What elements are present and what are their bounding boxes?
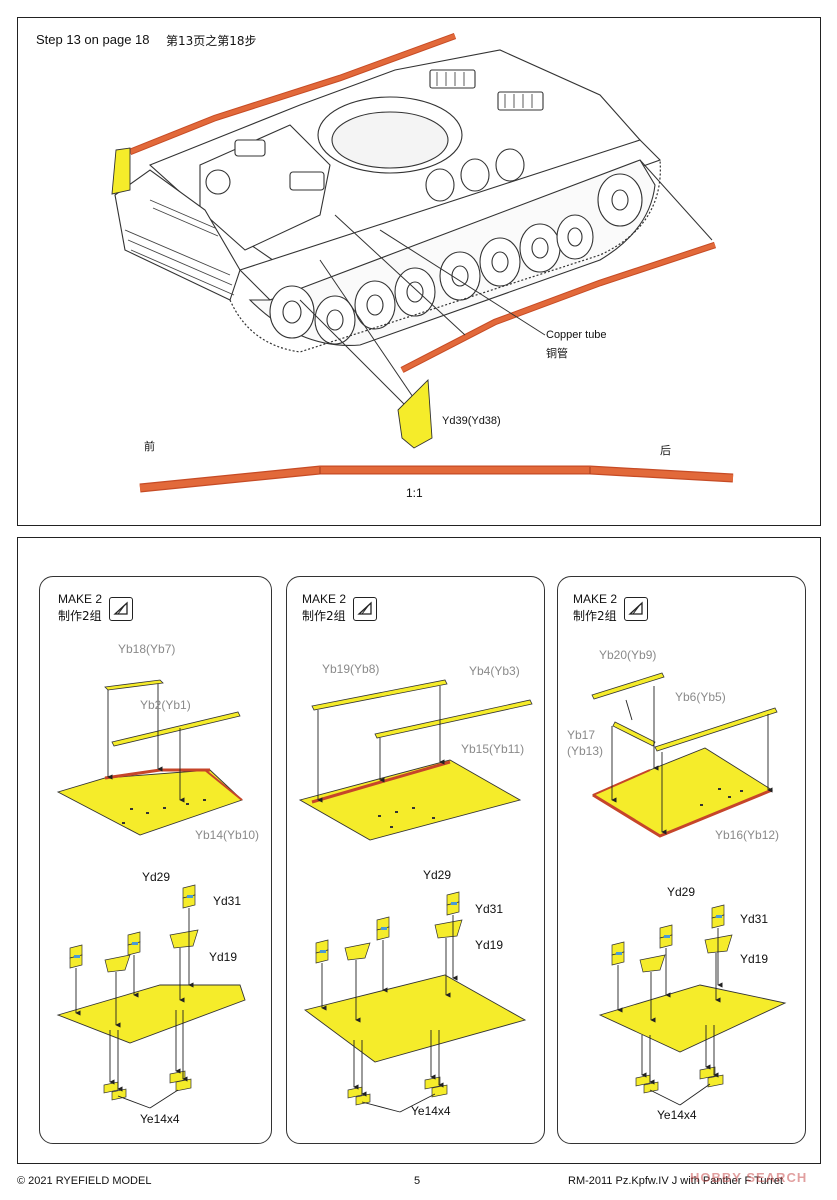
- product-name: RM-2011 Pz.Kpfw.IV J with Panther F Turr…: [568, 1175, 783, 1187]
- watermark: HOBBY SEARCH: [690, 1170, 808, 1185]
- part-label-plate: Yb16(Yb12): [715, 828, 780, 842]
- part-label-rail-top: Yb19(Yb8): [322, 662, 380, 676]
- part-label-rail-bottom: Yb6(Yb5): [675, 690, 726, 704]
- part-label-yd39: Yd39(Yd38): [442, 415, 501, 427]
- part-label-rail-bottom: Yb4(Yb3): [469, 664, 520, 678]
- part-label-ye14: Ye14x4: [411, 1104, 451, 1118]
- part-label-yd19: Yd19: [475, 938, 504, 952]
- step-header-cn: 第13页之第18步: [166, 34, 257, 48]
- copper-tube-label-cn: 铜管: [546, 347, 568, 360]
- part-label-rail-top: Yb20(Yb9): [599, 648, 657, 662]
- part-label-yd31: Yd31: [740, 912, 769, 926]
- part-label-rail-top: Yb18(Yb7): [118, 642, 176, 656]
- part-label-yd29: Yd29: [423, 868, 452, 882]
- part-label-yd19: Yd19: [209, 950, 238, 964]
- part-label-ye14: Ye14x4: [657, 1108, 697, 1122]
- part-label-yd29: Yd29: [667, 885, 696, 899]
- step-header-en: Step 13 on page 18: [36, 32, 150, 47]
- front-label: 前: [144, 440, 155, 453]
- part-label-yd19: Yd19: [740, 952, 769, 966]
- part-label-rail-mid: (Yb13): [567, 744, 604, 758]
- part-label-plate: Yb15(Yb11): [461, 742, 525, 756]
- part-label-yd31: Yd31: [475, 902, 504, 916]
- part-label-rail-mid: Yb17: [567, 728, 596, 742]
- photo-etch-plate: [56, 768, 243, 836]
- assembly-panel-1: [39, 576, 272, 1144]
- part-label-ye14: Ye14x4: [140, 1112, 180, 1126]
- part-label-plate: Yb14(Yb10): [195, 828, 260, 842]
- rear-label: 后: [660, 444, 671, 457]
- copper-tube-label: Copper tube: [546, 329, 607, 341]
- bend-icon: [109, 597, 133, 621]
- part-label-yd29: Yd29: [142, 870, 171, 884]
- scale-label: 1:1: [406, 486, 423, 500]
- copyright: © 2021 RYEFIELD MODEL: [17, 1175, 152, 1187]
- part-label-yd31: Yd31: [213, 894, 242, 908]
- bend-icon: [624, 597, 648, 621]
- part-label-rail-bottom: Yb2(Yb1): [140, 698, 191, 712]
- bend-icon: [353, 597, 377, 621]
- page-number: 5: [414, 1175, 421, 1187]
